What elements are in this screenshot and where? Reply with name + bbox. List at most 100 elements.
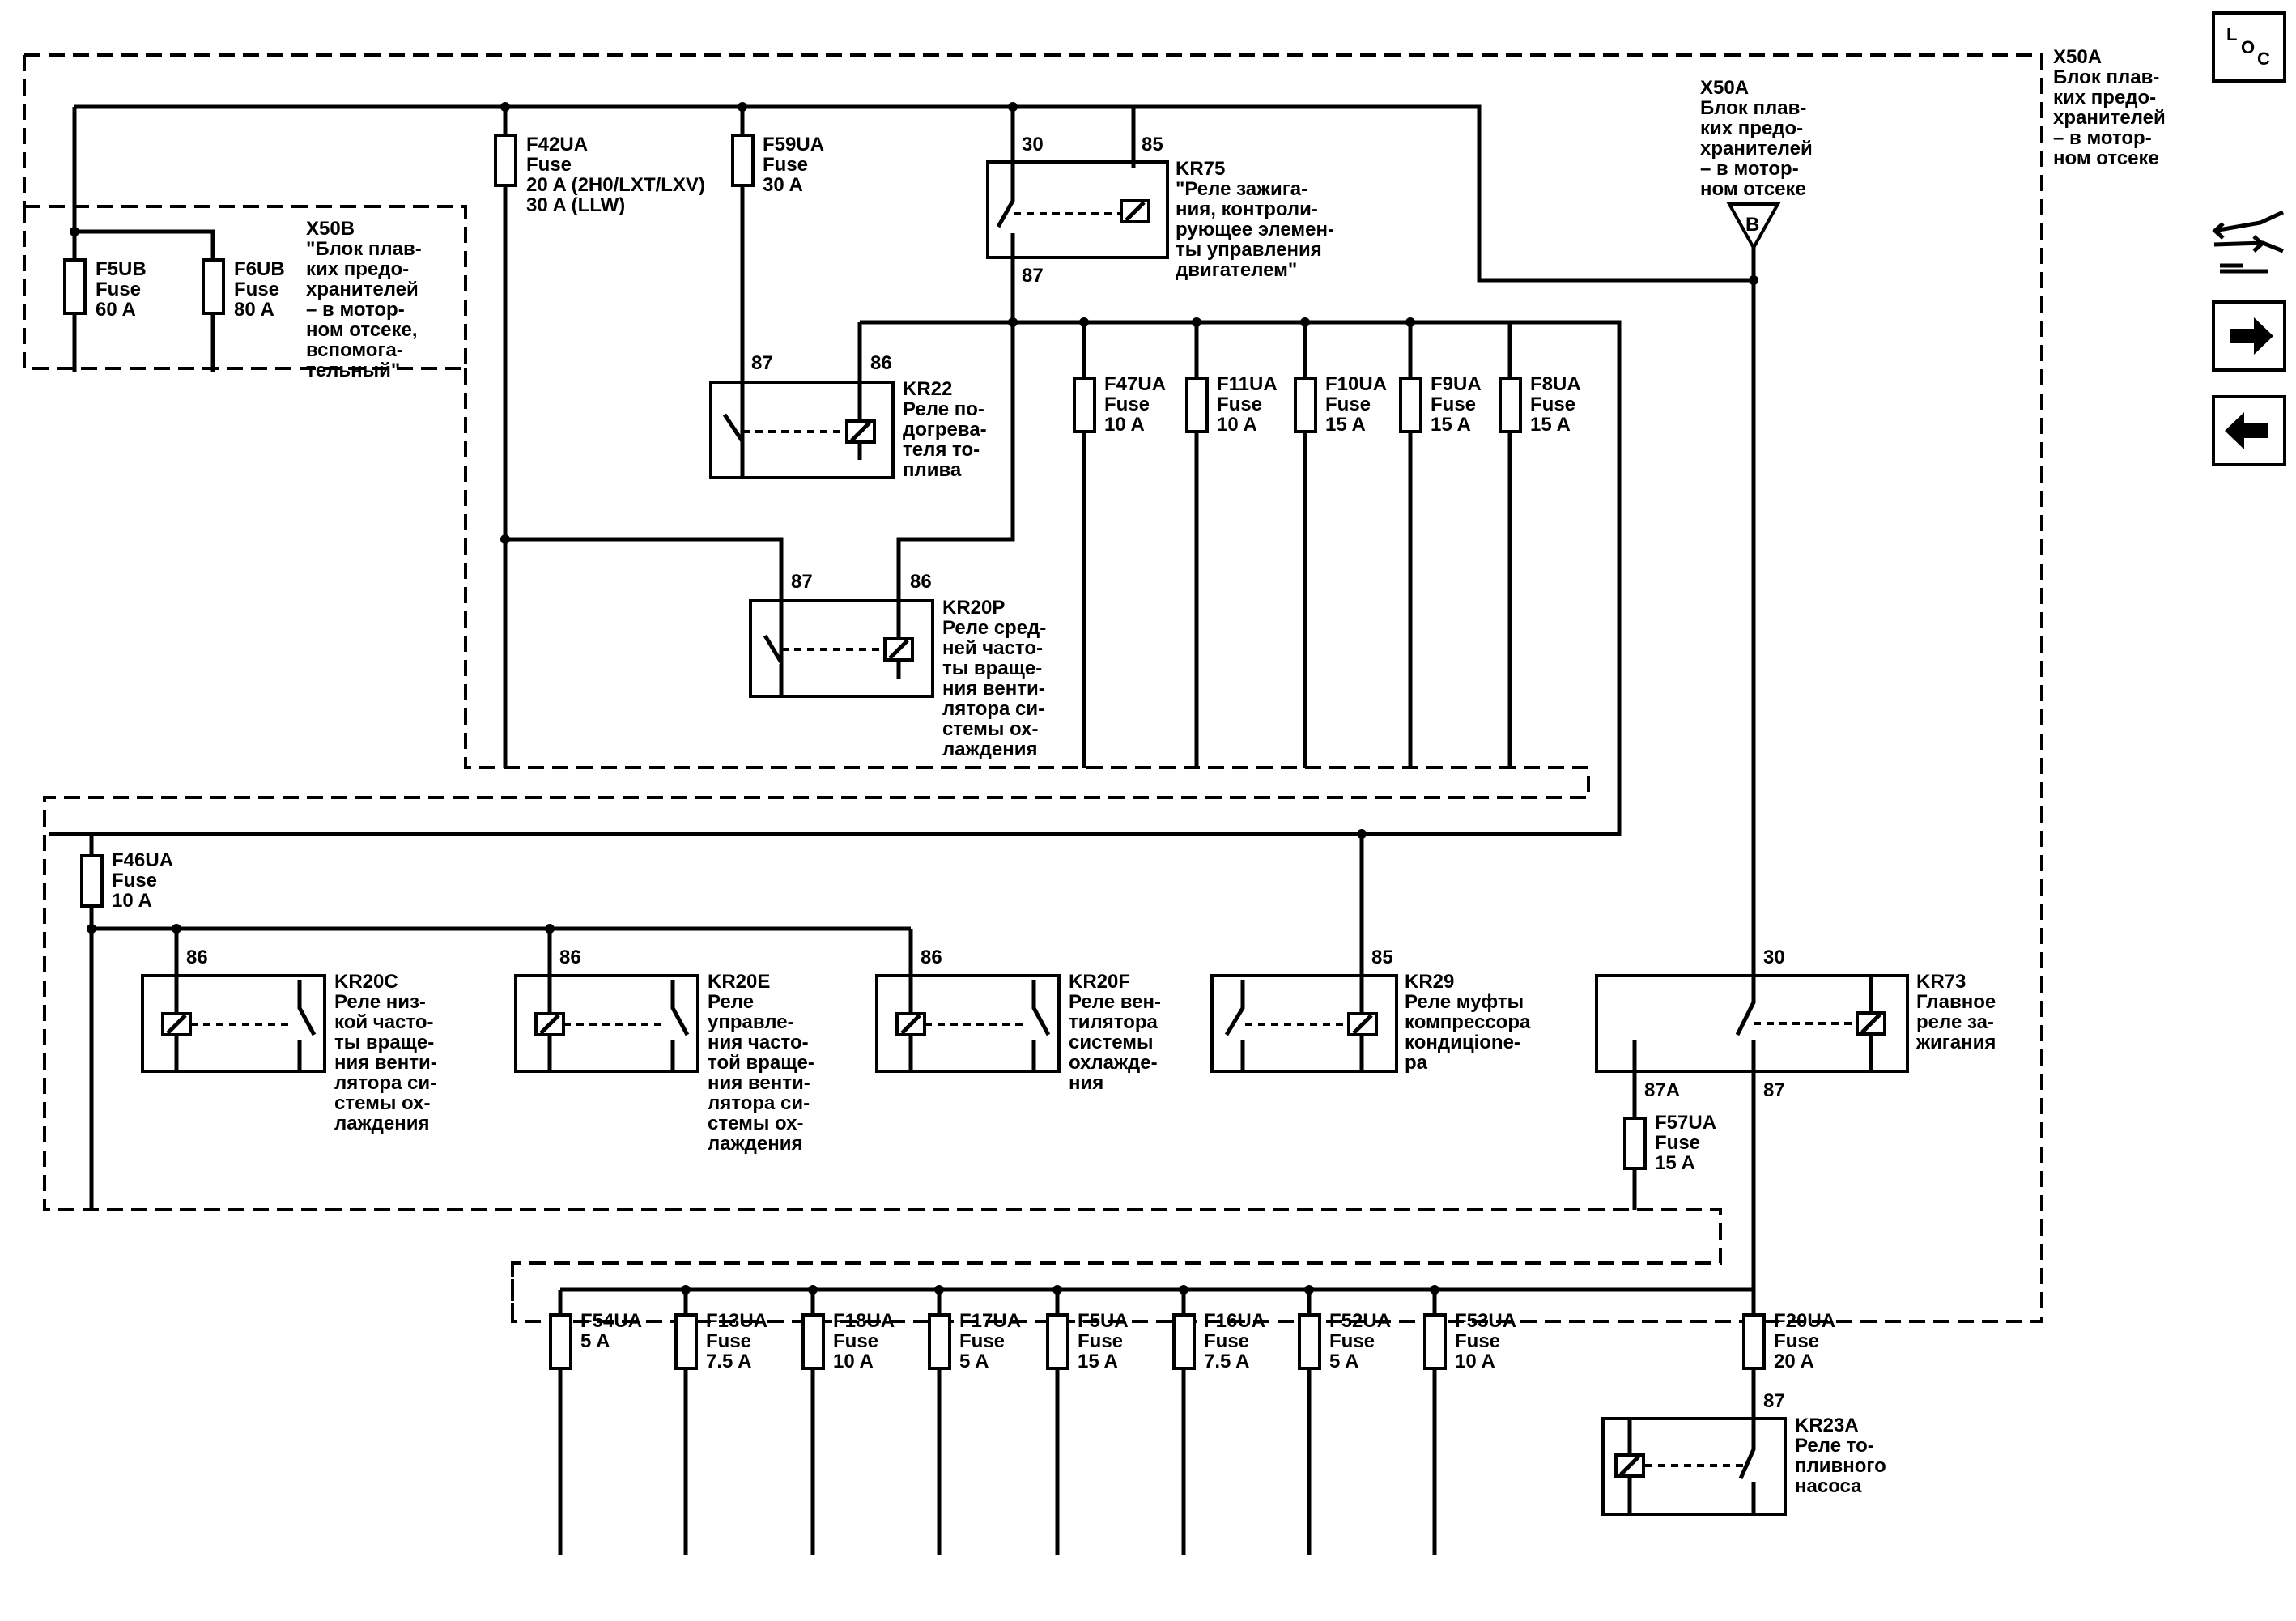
fuse-symbol-f18ua xyxy=(801,1313,825,1370)
fuse-label-f57ua-line: Fuse xyxy=(1655,1132,1700,1154)
relay-label-kr20p-line: стемы ох- xyxy=(942,718,1038,740)
relay-label-kr20e-line: ния часто- xyxy=(708,1032,809,1053)
fuse-symbol-f13ua xyxy=(674,1313,698,1370)
fuse-label-f54ua-line: 5 A xyxy=(580,1330,610,1352)
junction-dot xyxy=(1179,1285,1188,1295)
fuse-label-f9ua-line: 15 A xyxy=(1431,414,1471,436)
relay-kr23a xyxy=(1601,1417,1787,1516)
fuse-symbol-f20ua xyxy=(1742,1313,1766,1370)
pin-label: 86 xyxy=(186,947,208,968)
x50b-enclosure-label-line: ном отсеке, xyxy=(306,319,417,341)
relay-symbols xyxy=(141,160,1909,1516)
pin-label: 30 xyxy=(1763,947,1785,968)
x50b-enclosure-label-line: вспомога- xyxy=(306,339,403,361)
relay-label-kr20e-line: KR20E xyxy=(708,971,770,993)
junction-dot xyxy=(1052,1285,1062,1295)
fuse-label-f53ua-line: Fuse xyxy=(1455,1330,1500,1352)
fuse-label-f42ua-line: 30 A (LLW) xyxy=(526,194,625,216)
relay-label-kr73-line: Главное xyxy=(1916,991,1996,1013)
fuse-symbol-f52ua xyxy=(1298,1313,1321,1370)
fuse-label-f47ua-line: Fuse xyxy=(1104,394,1150,415)
x50a-connector-label-line: Блок плав- xyxy=(1700,97,1806,119)
relay-label-kr20p-line: KR20P xyxy=(942,597,1005,619)
relay-label-kr29-line: кондицione- xyxy=(1405,1032,1520,1053)
fuse-label-f52ua-line: Fuse xyxy=(1329,1330,1375,1352)
junction-dot xyxy=(1430,1285,1439,1295)
fuse-label-f11ua-line: 10 A xyxy=(1217,414,1257,436)
relay-kr20e xyxy=(514,974,699,1073)
fuse-label-f20ua-line: Fuse xyxy=(1774,1330,1819,1352)
relay-label-kr20p-line: ния венти- xyxy=(942,678,1045,700)
fuse-label-f16ua-line: 7.5 A xyxy=(1204,1351,1249,1372)
relay-label-kr20f-line: KR20F xyxy=(1069,971,1130,993)
relay-label-kr20e-line: лаждения xyxy=(708,1133,802,1155)
relay-label-kr20p-line: лятора си- xyxy=(942,698,1044,720)
relay-label-kr20f-line: ния xyxy=(1069,1072,1103,1094)
fuse-label-f13ua-line: Fuse xyxy=(706,1330,751,1352)
relay-label-kr73-line: реле за- xyxy=(1916,1011,1994,1033)
fuse-label-f6ub-line: Fuse xyxy=(234,279,279,300)
fuse-label-f10ua-line: 15 A xyxy=(1325,414,1366,436)
junction-dot xyxy=(934,1285,944,1295)
x50a-enclosure-label-line: Блок плав- xyxy=(2053,66,2159,88)
fuse-symbol-f54ua xyxy=(549,1313,572,1370)
fuse-symbol-f16ua xyxy=(1172,1313,1196,1370)
relay-kr22 xyxy=(709,381,895,479)
relay-label-kr29-line: компрессора xyxy=(1405,1011,1531,1033)
junction-dot xyxy=(681,1285,691,1295)
pin-label: 86 xyxy=(870,352,892,374)
pin-label: 87A xyxy=(1644,1079,1680,1101)
junction-dot xyxy=(738,102,747,112)
relay-label-kr20c-line: KR20C xyxy=(334,971,398,993)
fuse-label-f10ua-line: Fuse xyxy=(1325,394,1371,415)
pin-label: 87 xyxy=(1763,1390,1785,1412)
relay-label-kr20c-line: ты враще- xyxy=(334,1032,434,1053)
relay-label-kr20f-line: системы xyxy=(1069,1032,1153,1053)
relay-label-kr23a-line: Реле то- xyxy=(1795,1435,1874,1457)
fuse-symbol-f59ua xyxy=(731,134,755,187)
x50b-enclosure-label-line: X50B xyxy=(306,218,355,240)
x50a-enclosure-label-line: хранителей xyxy=(2053,107,2166,129)
relay-label-kr73-line: KR73 xyxy=(1916,971,1966,993)
junction-dot xyxy=(500,534,510,544)
loc-letter-o: O xyxy=(2241,37,2255,57)
junction-dot xyxy=(808,1285,818,1295)
fuse-label-f5ub-line: F5UB xyxy=(96,258,147,280)
fuse-label-f13ua-line: 7.5 A xyxy=(706,1351,751,1372)
back-arrow-icon[interactable] xyxy=(2212,395,2286,466)
fuse-label-f46ua-line: Fuse xyxy=(112,870,157,891)
connector-wrench-icon[interactable] xyxy=(2212,210,2285,274)
fuse-symbol-f53ua xyxy=(1423,1313,1447,1370)
relay-label-kr20f-line: Реле вен- xyxy=(1069,991,1161,1013)
fuse-label-f10ua-line: F10UA xyxy=(1325,373,1387,395)
fuse-label-f57ua-line: F57UA xyxy=(1655,1112,1716,1134)
x50b-enclosure-label: X50B"Блок плав-ких предо-хранителей– в м… xyxy=(306,218,422,381)
fuse-label-f59ua-line: 30 A xyxy=(763,174,803,196)
fuse-label-f17ua-line: 5 A xyxy=(959,1351,989,1372)
fuse-label-f59ua-line: Fuse xyxy=(763,154,808,176)
loc-button[interactable]: L O C xyxy=(2212,11,2286,83)
relay-label-kr20c-line: лаждения xyxy=(334,1113,429,1134)
pin-label: 87 xyxy=(1022,265,1044,287)
relay-label-kr22-line: плива xyxy=(903,459,962,481)
relay-label-kr20e-line: стемы ох- xyxy=(708,1113,803,1134)
forward-arrow-icon[interactable] xyxy=(2212,300,2286,372)
fuse-label-f8ua-line: Fuse xyxy=(1530,394,1575,415)
x50b-boundary xyxy=(23,205,467,370)
fuse-label-f47ua-line: 10 A xyxy=(1104,414,1145,436)
relay-label-kr23a-line: KR23A xyxy=(1795,1415,1859,1436)
fuse-symbol-f57ua xyxy=(1623,1117,1647,1170)
loc-letter-l: L xyxy=(2226,24,2237,45)
junction-dot xyxy=(1749,275,1758,285)
junction-dot xyxy=(1192,317,1201,327)
fuse-label-f16ua-line: F16UA xyxy=(1204,1310,1265,1332)
